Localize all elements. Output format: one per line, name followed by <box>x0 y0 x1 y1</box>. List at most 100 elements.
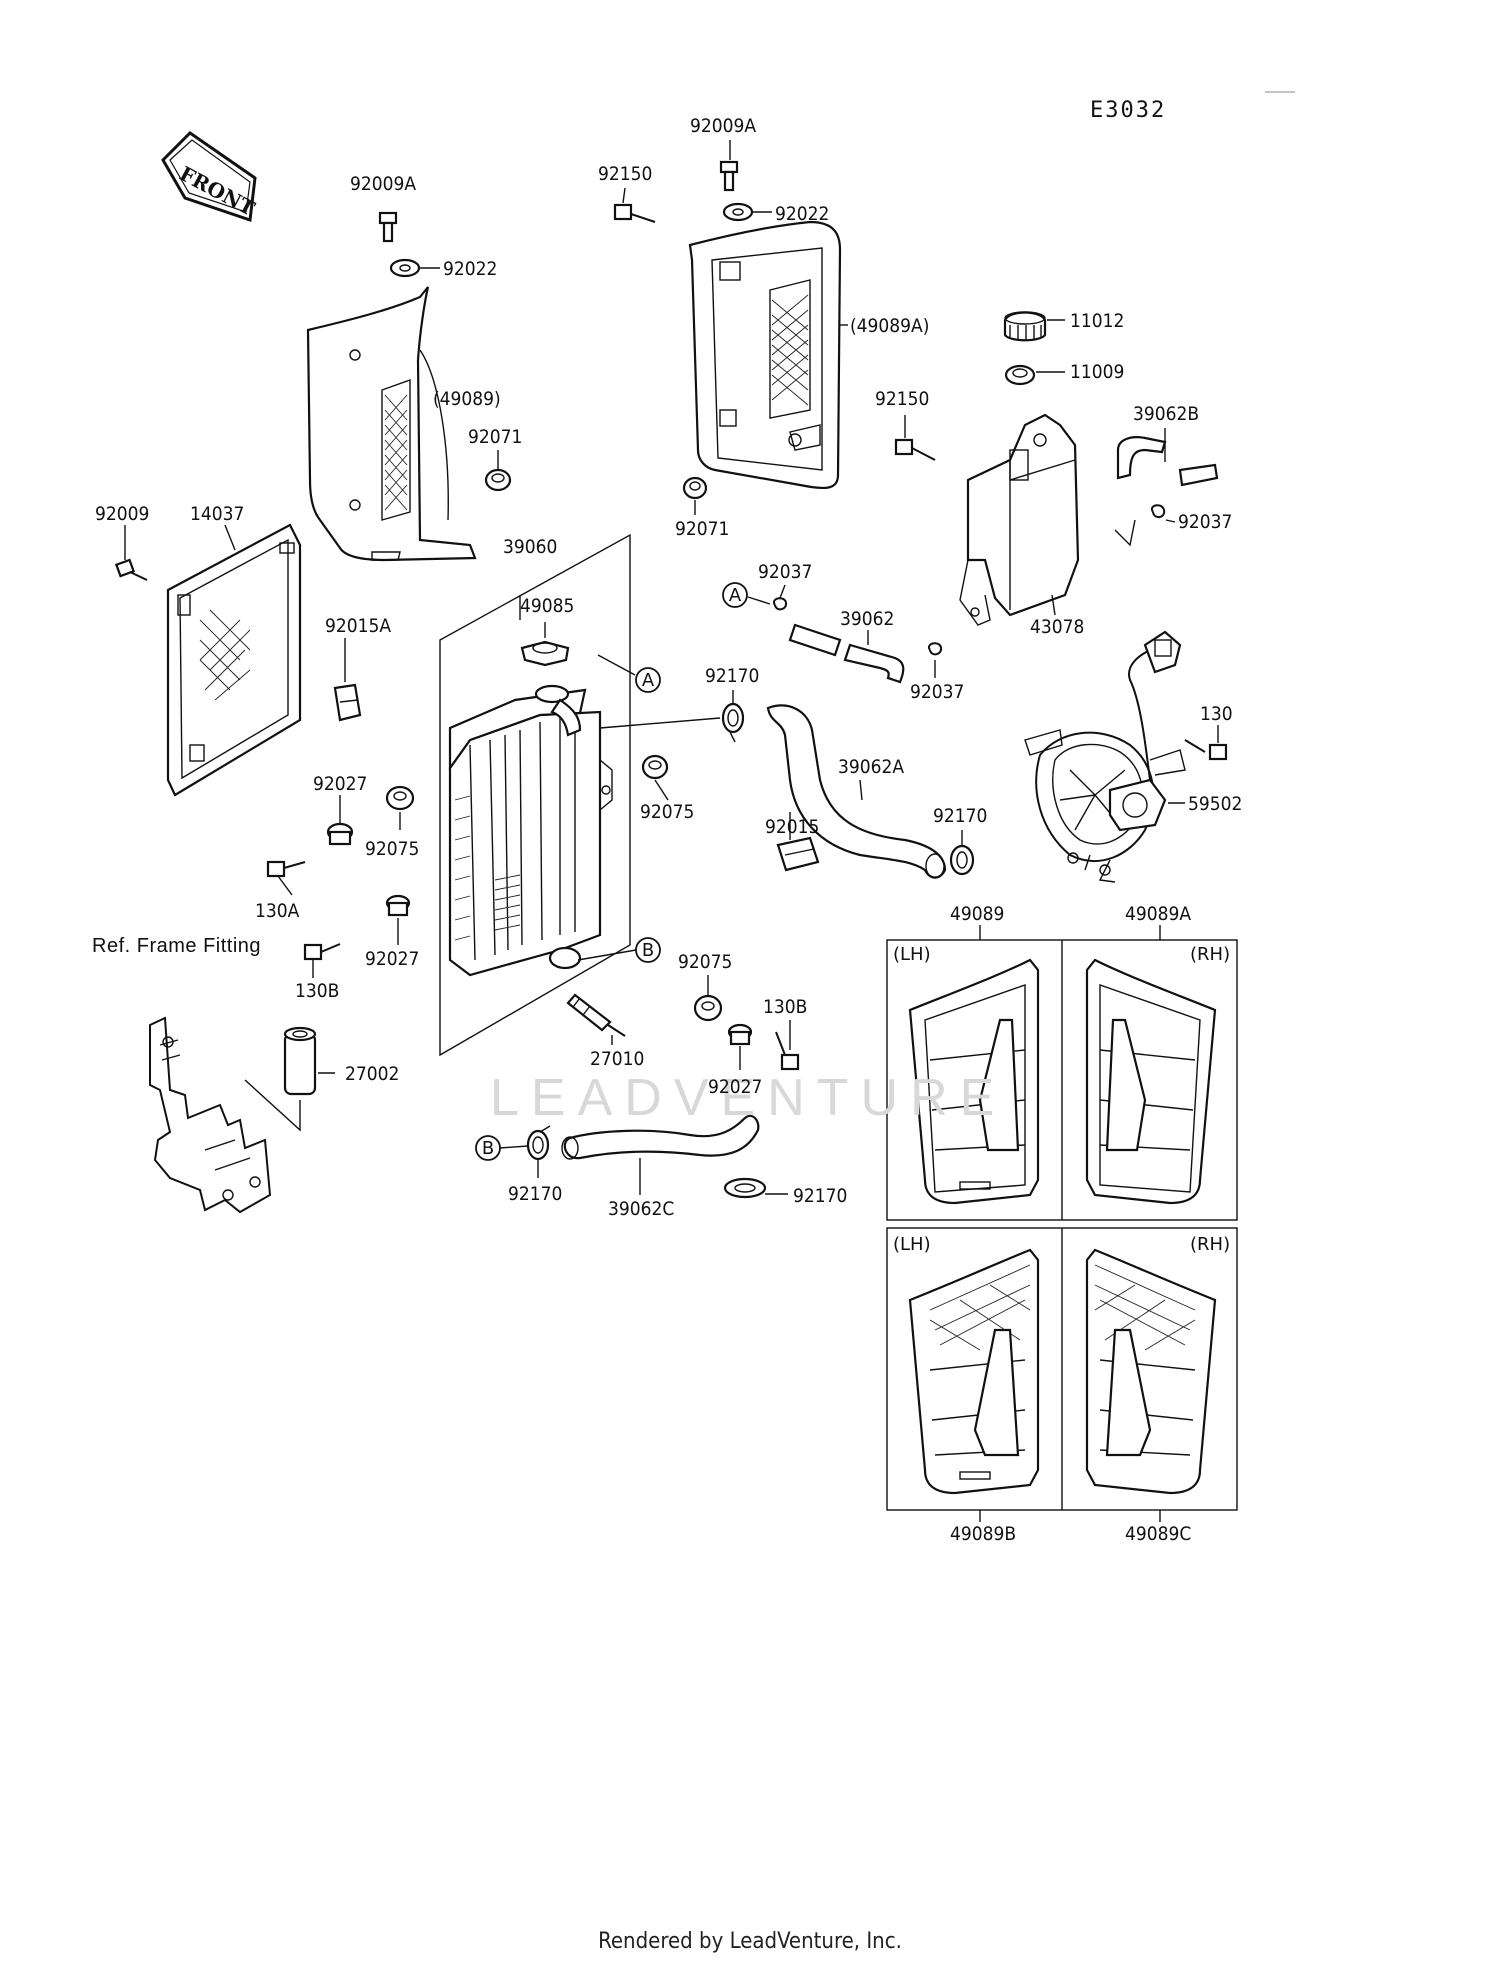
callout-b-lower-icon: B <box>475 1135 501 1161</box>
leader-hose-to-radiator <box>599 717 721 729</box>
washer-92022-left-icon <box>389 258 421 278</box>
bolt-92150-right-icon <box>894 438 936 461</box>
part-label: 92075 <box>365 838 419 860</box>
part-label: 92037 <box>1178 511 1232 533</box>
part-label: 92027 <box>365 948 419 970</box>
shroud-panel-49089b-lh-drawing <box>908 1248 1040 1495</box>
leader-130a <box>277 875 293 896</box>
radiator-39060-drawing <box>448 684 613 977</box>
part-label: 92071 <box>468 426 522 448</box>
shroud-variants-grid <box>886 925 1238 1522</box>
callout-a-lower-icon: A <box>722 582 748 608</box>
part-label: 92015A <box>325 615 391 637</box>
hose-39062-drawing <box>788 623 905 684</box>
part-label: 92170 <box>933 805 987 827</box>
hose-39062b-drawing <box>1116 436 1219 487</box>
clip-92015a-icon <box>333 683 362 722</box>
part-label: (49089) <box>433 388 501 410</box>
collar-92027-mid-icon <box>385 894 411 917</box>
hose-39062c-drawing <box>561 1114 760 1160</box>
radiator-group-bracket <box>439 533 631 1057</box>
part-label: 27002 <box>345 1063 399 1085</box>
bolt-92150-top-icon <box>613 203 656 223</box>
fan-59502-drawing <box>1024 630 1186 883</box>
washer-92022-top-icon <box>722 202 754 222</box>
radiator-screen-14037-drawing <box>166 523 302 797</box>
part-label: 92071 <box>675 518 729 540</box>
part-label: 39062 <box>840 608 894 630</box>
part-label: 92170 <box>793 1185 847 1207</box>
part-label: 49089A <box>1125 903 1191 925</box>
bolt-130b-right-icon <box>775 1031 800 1071</box>
panel-tag-rh-top: (RH) <box>1190 944 1230 965</box>
part-label: 92022 <box>775 203 829 225</box>
panel-tag-rh-bottom: (RH) <box>1190 1234 1230 1255</box>
leader-92150-top <box>622 187 626 204</box>
right-shroud-drawing <box>688 220 842 490</box>
clamp-92170-mid-icon <box>949 844 975 876</box>
svg-text:A: A <box>642 670 655 691</box>
left-shroud-drawing <box>306 286 477 562</box>
svg-text:B: B <box>482 1138 494 1159</box>
part-label: (49089A) <box>850 315 929 337</box>
part-label: 39062A <box>838 756 904 778</box>
bolt-92009a-left-icon <box>378 211 398 243</box>
part-label: 27010 <box>590 1048 644 1070</box>
part-label: 92075 <box>678 951 732 973</box>
part-label: 92037 <box>910 681 964 703</box>
panel-tag-lh-top: (LH) <box>893 944 931 965</box>
part-label: 11009 <box>1070 361 1124 383</box>
grommet-92075-left-icon <box>385 785 415 811</box>
clip-92037-a-icon <box>773 597 788 611</box>
bolt-130-icon <box>1184 739 1228 761</box>
leader-27002 <box>244 1072 335 1132</box>
part-label: 130B <box>295 980 339 1002</box>
part-label: 92170 <box>508 1183 562 1205</box>
part-label: 14037 <box>190 503 244 525</box>
leader-callout-b-upper <box>577 949 637 961</box>
part-label: 92150 <box>598 163 652 185</box>
bolt-92009-icon <box>114 558 148 581</box>
part-label: 39060 <box>503 536 557 558</box>
leader-43078 <box>1051 594 1056 616</box>
part-label: 49089C <box>1125 1523 1191 1545</box>
callout-b-upper-icon: B <box>635 937 661 963</box>
part-label: 92027 <box>708 1076 762 1098</box>
seal-11009-icon <box>1004 364 1036 386</box>
part-label: 130 <box>1200 703 1233 725</box>
shroud-panel-49089-lh-drawing <box>908 958 1040 1205</box>
leader-92037-c <box>1114 519 1176 547</box>
bolt-92009a-top-icon <box>719 160 739 192</box>
bolt-130b-left-icon <box>303 943 341 961</box>
part-label: 92009A <box>690 115 756 137</box>
part-label: 92027 <box>313 773 367 795</box>
shroud-panel-49089a-rh-drawing <box>1085 958 1217 1205</box>
part-label: 43078 <box>1030 616 1084 638</box>
callout-a-upper-icon: A <box>635 667 661 693</box>
grommet-92075-low-icon <box>693 994 723 1022</box>
grommet-92071-right-icon <box>682 476 708 500</box>
reservoir-tank-43078-drawing <box>959 413 1080 626</box>
leader-92037-a <box>779 584 786 599</box>
grommet-92071-left-icon <box>484 468 512 492</box>
shroud-panel-49089c-rh-drawing <box>1085 1248 1217 1495</box>
part-label: 92170 <box>705 665 759 687</box>
panel-tag-lh-bottom: (LH) <box>893 1234 931 1255</box>
part-label: 49089B <box>950 1523 1016 1545</box>
part-label: 49089 <box>950 903 1004 925</box>
clamp-92170-bottom-left-icon <box>526 1125 551 1161</box>
clip-92037-b-icon <box>928 642 943 656</box>
svg-text:A: A <box>729 585 742 606</box>
part-label: 130A <box>255 900 300 922</box>
part-label: 92075 <box>640 801 694 823</box>
reservoir-cap-11012-icon <box>1003 311 1047 342</box>
front-arrow-icon: FRONT <box>161 131 259 223</box>
clamp-92170-bottom-right-icon <box>723 1177 767 1199</box>
part-label: 92009 <box>95 503 149 525</box>
part-label: 130B <box>763 996 807 1018</box>
part-label: 39062B <box>1133 403 1199 425</box>
leader-14037 <box>224 524 236 551</box>
part-label: 92037 <box>758 561 812 583</box>
collar-92027-low-icon <box>727 1023 753 1046</box>
